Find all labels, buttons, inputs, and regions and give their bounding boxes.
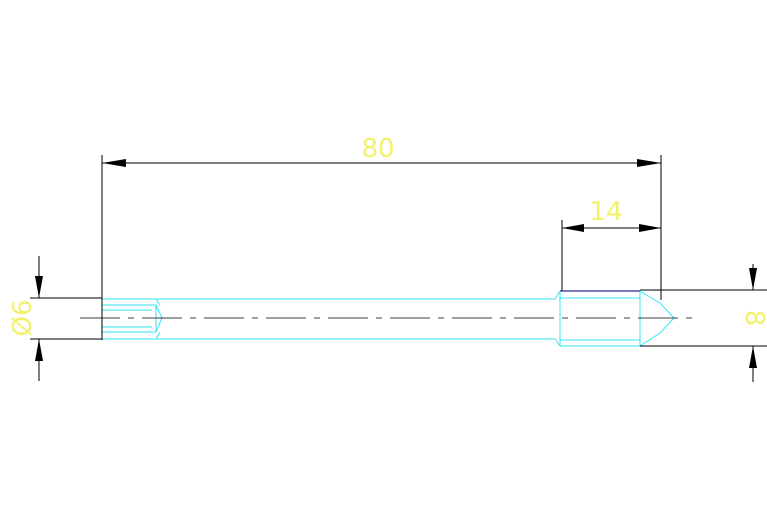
arrow-6-top bbox=[35, 276, 43, 298]
arrow-8-bottom bbox=[749, 346, 757, 368]
socket-step-top bbox=[155, 298, 161, 306]
dimension-8-label: 8 bbox=[739, 310, 767, 327]
shoulder-top bbox=[554, 290, 561, 300]
part-geometry bbox=[101, 290, 675, 347]
dimension-14-label: 14 bbox=[589, 197, 622, 227]
dimension-geometry bbox=[30, 155, 767, 382]
tip-point-bottom bbox=[659, 317, 675, 334]
tip-point-top bbox=[659, 302, 675, 319]
socket-cone-top bbox=[155, 304, 163, 319]
shoulder-bottom bbox=[554, 338, 561, 347]
arrow-6-bottom bbox=[35, 339, 43, 361]
socket-cone-bottom bbox=[155, 317, 163, 333]
dimension-80-label: 80 bbox=[361, 134, 394, 164]
arrow-14-right bbox=[639, 224, 661, 232]
arrow-14-left bbox=[562, 224, 584, 232]
dimension-diameter-6-label: Ø6 bbox=[8, 299, 38, 336]
arrow-8-top bbox=[749, 268, 757, 290]
socket-step-bottom bbox=[155, 331, 161, 340]
tip-chamfer-top bbox=[639, 290, 661, 304]
arrow-80-right bbox=[637, 159, 661, 167]
arrow-80-left bbox=[102, 159, 126, 167]
tip-chamfer-bottom bbox=[639, 332, 661, 347]
dimension-arrows bbox=[35, 159, 757, 368]
